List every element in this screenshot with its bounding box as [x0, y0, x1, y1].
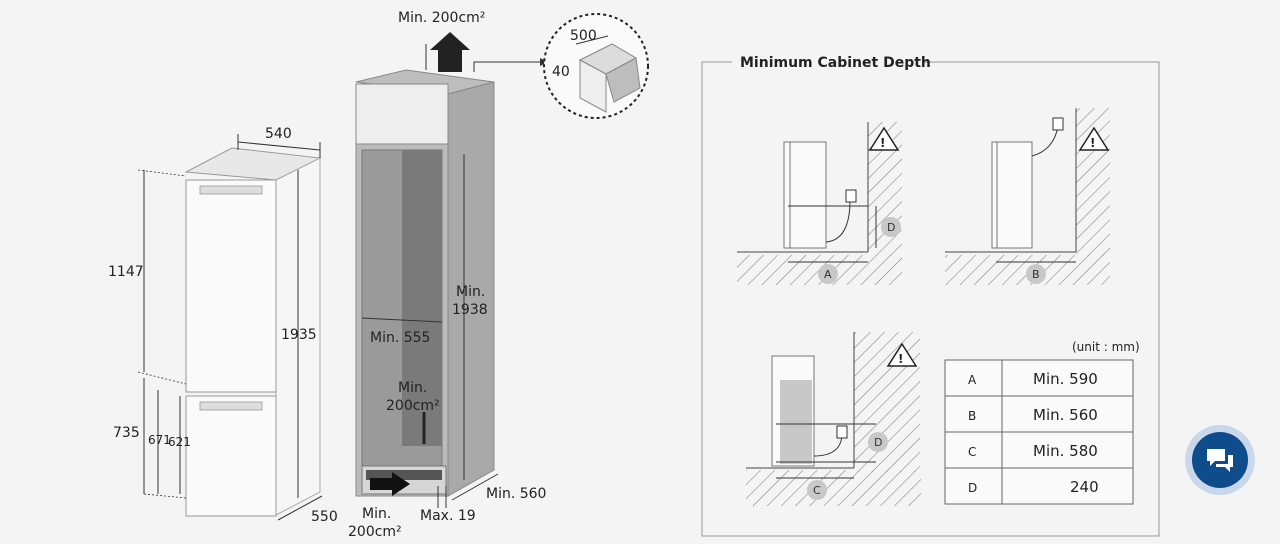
pointer-arrow-icon: [540, 58, 548, 66]
vent-bottom-arrow-icon: [370, 472, 410, 496]
chat-button[interactable]: [1185, 425, 1255, 495]
cabinet-depth-label: Min. 560: [486, 486, 546, 502]
marker-d-top: D: [887, 221, 895, 234]
marker-d-bottom: D: [874, 436, 882, 449]
vent-bottom-label-line1: Min.: [362, 506, 391, 522]
diagram-c: ! C D: [746, 332, 921, 506]
vent-bottom-label-line2: 200cm²: [348, 524, 402, 540]
table-row-value: Min. 580: [1033, 442, 1098, 460]
warning-triangle-icon: [886, 342, 918, 367]
marker-c: C: [813, 484, 821, 497]
fridge-width-label: 540: [265, 126, 292, 142]
freezer-height-671-label: 671: [148, 433, 171, 447]
svg-text:!: !: [1090, 136, 1095, 150]
plug-icon: [1052, 117, 1064, 131]
svg-text:!: !: [898, 352, 903, 366]
max-gap-label: Max. 19: [420, 508, 476, 524]
plug-icon: [836, 425, 848, 439]
vent-top-label: Min. 200cm²: [398, 10, 485, 26]
chat-button-inner[interactable]: [1192, 432, 1248, 488]
table-row-value: Min. 590: [1033, 370, 1098, 388]
inner-height-label-line2: 1938: [452, 302, 488, 318]
table-row-value: Min. 560: [1033, 406, 1098, 424]
detail-500-label: 500: [570, 28, 597, 44]
table-row-label: B: [968, 409, 976, 423]
inner-width-label: Min. 555: [370, 330, 430, 346]
depth-panel-title: Minimum Cabinet Depth: [740, 55, 931, 71]
table-row-label: D: [968, 481, 977, 495]
svg-text:!: !: [880, 136, 885, 150]
fridge-top-height-label: 1147: [108, 264, 144, 280]
fridge-illustration: 540 1147 735 671 621 1935 550: [108, 126, 338, 525]
fridge-depth-label: 550: [311, 509, 338, 525]
vent-mid-label-line1: Min.: [398, 380, 427, 396]
marker-a: A: [824, 268, 832, 281]
marker-b: B: [1032, 268, 1040, 281]
freezer-height-621-label: 621: [168, 435, 191, 449]
table-row-label: A: [968, 373, 977, 387]
diagram-b: ! B: [945, 108, 1110, 285]
inner-height-label-line1: Min.: [456, 284, 485, 300]
unit-label: (unit : mm): [1072, 340, 1140, 354]
fridge-bottom-height-label: 735: [113, 425, 140, 441]
table-row-label: C: [968, 445, 976, 459]
vent-mid-label-line2: 200cm²: [386, 398, 440, 414]
depth-table: A Min. 590 B Min. 560 C Min. 580 D 240: [944, 359, 1134, 505]
vent-up-arrow-icon: [430, 32, 470, 72]
detail-40-label: 40: [552, 64, 570, 80]
cabinet-illustration: Min. 200cm² Min. 555 Min. 1938 Min. 200c…: [348, 10, 649, 540]
warning-triangle-icon: [868, 126, 900, 151]
table-row-value: 240: [1070, 478, 1099, 496]
chat-bubbles-icon: [1207, 449, 1233, 472]
diagram-a: ! A D: [737, 122, 902, 285]
warning-triangle-icon: [1078, 126, 1110, 151]
fridge-total-height-label: 1935: [281, 327, 317, 343]
plug-icon: [845, 189, 857, 203]
min-cabinet-depth-panel: Minimum Cabinet Depth ! A D: [701, 52, 1160, 537]
